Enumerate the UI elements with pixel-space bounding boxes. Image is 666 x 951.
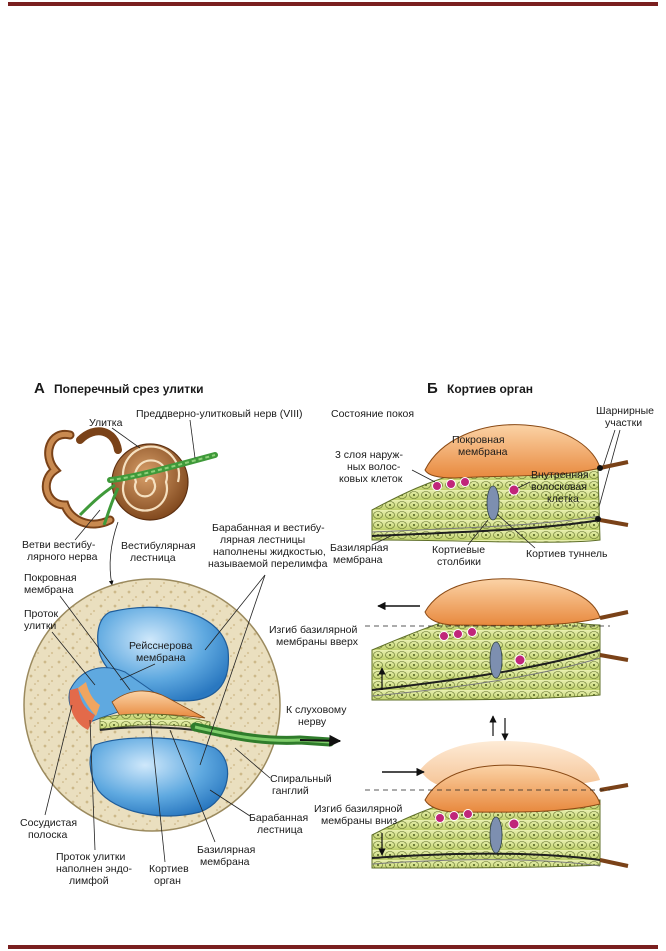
label-basilar-a-2: мембрана [200,856,250,868]
label-inner-cell-2: волосковая [531,481,587,493]
panel-b-title: Кортиев орган [447,382,533,396]
label-to-nerve-1: К слуховому [286,704,347,716]
label-stria-2: полоска [28,829,67,841]
label-vest-branches-1: Ветви вестибу- [22,539,96,551]
leader-corti-a [149,717,166,863]
panel-a-title: Поперечный срез улитки [54,382,204,396]
label-duct-1: Проток [24,608,59,620]
label-duct-2: улитки [24,620,56,632]
label-bend-down-1: Изгиб базилярной [314,803,402,815]
leader-basilar-a [169,729,216,843]
label-vest-scala-1: Вестибулярная [121,540,196,552]
outer-hair-cells-rest [432,477,520,496]
label-perilymph-4: называемой перелимфа [208,558,328,570]
label-tect-a-2: мембрана [24,584,74,596]
label-inner-cell-1: Внутренняя [531,469,589,481]
label-vest-scala-2: лестница [130,552,176,564]
label-corti-a-1: Кортиев [149,863,189,875]
label-bend-up-2: мембраны вверх [276,636,359,648]
inner-ear-illustration [41,427,218,529]
label-reissner-1: Рейсснерова [129,640,193,652]
label-endolymph-3: лимфой [69,875,109,887]
leader-duct [51,631,96,686]
label-vest-branches-2: лярного нерва [27,551,98,563]
panel-b-letter: Б [427,380,438,397]
label-bend-up-1: Изгиб базилярной [269,624,357,636]
label-perilymph-3: наполнены жидкостью, [213,546,326,558]
label-cochlea: Улитка [89,417,123,429]
corti-organ-up [365,578,629,701]
label-to-nerve-2: нерву [298,716,327,728]
label-spiral-1: Спиральный [270,773,332,785]
label-bend-down-2: мембраны вниз [321,815,397,827]
label-endolymph-1: Проток улитки [56,851,125,863]
bottom-rule [8,945,658,949]
label-hinge-2: участки [605,417,642,429]
cochlea-cross-section [23,578,342,832]
label-corti-a-2: орган [154,875,181,887]
leader-hinge-bottom [595,429,621,519]
label-outer-cells-3: ковых клеток [339,473,403,485]
label-inner-cell-3: клетка [547,493,579,505]
label-tect-b-2: мембрана [458,446,508,458]
corti-organ-down [365,740,629,869]
label-nerve-viii: Преддверно-улитковый нерв (VIII) [136,408,303,420]
leader-spiral [234,747,271,779]
label-perilymph-2: лярная лестницы [220,534,305,546]
leader-nerve-viii [189,419,196,459]
panel-a-letter: А [34,380,45,397]
leader-perilymph-vest [204,574,266,651]
label-tect-a-1: Покровная [24,572,77,584]
leader-tymp [209,789,251,817]
label-tect-b-1: Покровная [452,434,505,446]
label-rest: Состояние покоя [331,408,414,420]
label-pillars-1: Кортиевые [432,544,485,556]
label-stria-1: Сосудистая [20,817,77,829]
label-outer-cells-2: ных волос- [347,461,401,473]
zoom-arrow [108,521,119,586]
leader-inner-cell [517,481,531,489]
label-basilar-b-1: Базилярная [330,542,388,554]
label-outer-cells-1: 3 слоя наруж- [335,449,403,461]
label-reissner-2: мембрана [136,652,186,664]
label-basilar-b-2: мембрана [333,554,383,566]
label-perilymph-1: Барабанная и вестибу- [212,522,325,534]
label-endolymph-2: наполнен эндо- [56,863,133,875]
leader-hinge-top [601,429,616,471]
label-tymp-1: Барабанная [249,812,308,824]
leader-pillars [467,519,489,546]
leader-reissner [119,663,156,681]
leader-tect-a [59,595,131,691]
top-rule [8,2,658,6]
leader-outer-cells [411,469,436,483]
label-hinge-1: Шарнирные [596,405,654,417]
label-spiral-2: ганглий [272,785,309,797]
label-pillars-2: столбики [437,556,481,568]
label-basilar-a-1: Базилярная [197,844,255,856]
corti-organ-rest [371,424,629,543]
leader-cochlea [111,427,141,449]
leader-vest-branches [74,509,101,541]
leader-stria [44,704,73,816]
leader-tunnel [497,514,536,549]
leader-endolymph [89,719,96,851]
leader-perilymph-tymp [199,574,266,766]
label-tymp-2: лестница [257,824,303,836]
leader-basilar-b [371,533,396,546]
label-tunnel: Кортиев туннель [526,548,608,560]
